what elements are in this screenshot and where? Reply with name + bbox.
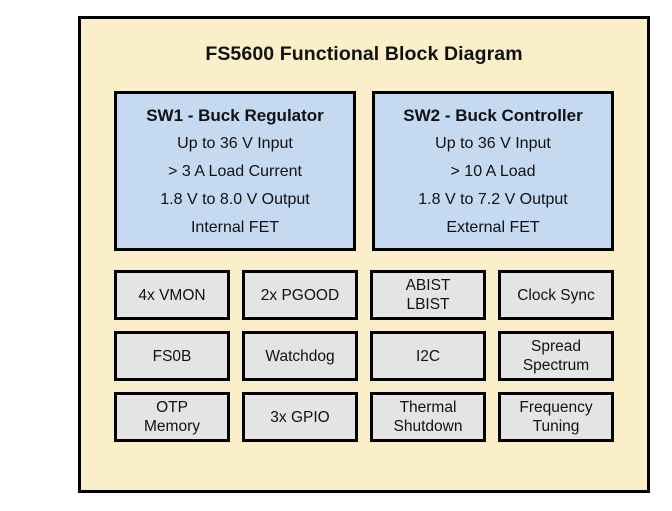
- feature-label: 4x VMON: [138, 286, 206, 304]
- feature-label: Memory: [144, 418, 200, 435]
- feature-label: 3x GPIO: [270, 408, 330, 426]
- feature-block: Watchdog: [242, 331, 358, 381]
- feature-label: Thermal: [399, 399, 457, 416]
- feature-label: Spectrum: [522, 357, 590, 374]
- feature-row: 4x VMON 2x PGOOD ABIST LBIST Clock Sync: [114, 270, 614, 320]
- feature-block: Thermal Shutdown: [370, 392, 486, 442]
- switcher-block-row: SW1 - Buck Regulator Up to 36 V Input > …: [114, 91, 614, 251]
- switcher-heading-sw1: SW1 - Buck Regulator: [146, 106, 324, 125]
- switcher-heading-sw2: SW2 - Buck Controller: [403, 106, 583, 125]
- switcher-spec-line: 1.8 V to 8.0 V Output: [160, 191, 310, 208]
- feature-block: I2C: [370, 331, 486, 381]
- feature-block: OTP Memory: [114, 392, 230, 442]
- feature-block: FS0B: [114, 331, 230, 381]
- switcher-spec-line: 1.8 V to 7.2 V Output: [418, 191, 568, 208]
- functional-block-diagram: FS5600 Functional Block Diagram SW1 - Bu…: [78, 16, 650, 493]
- feature-label: Frequency: [519, 399, 593, 416]
- feature-label: Spread: [531, 338, 581, 355]
- feature-block: Frequency Tuning: [498, 392, 614, 442]
- diagram-title: FS5600 Functional Block Diagram: [205, 43, 523, 65]
- switcher-spec-line: Up to 36 V Input: [435, 135, 551, 152]
- feature-label: OTP: [156, 399, 188, 416]
- switcher-block-sw2: SW2 - Buck Controller Up to 36 V Input >…: [372, 91, 614, 251]
- feature-label: Watchdog: [265, 347, 335, 365]
- feature-row: FS0B Watchdog I2C Spread Spectrum: [114, 331, 614, 381]
- feature-row: OTP Memory 3x GPIO Thermal Shutdown Freq…: [114, 392, 614, 442]
- feature-label: Tuning: [532, 418, 580, 435]
- switcher-spec-line: Internal FET: [190, 219, 280, 236]
- feature-block: 3x GPIO: [242, 392, 358, 442]
- feature-label: 2x PGOOD: [260, 286, 340, 304]
- switcher-spec-line: Up to 36 V Input: [177, 135, 293, 152]
- feature-label: FS0B: [152, 347, 192, 365]
- switcher-spec-line: > 10 A Load: [450, 163, 536, 180]
- feature-block-grid: 4x VMON 2x PGOOD ABIST LBIST Clock Sync …: [114, 270, 614, 442]
- switcher-block-sw1: SW1 - Buck Regulator Up to 36 V Input > …: [114, 91, 356, 251]
- feature-label: ABIST: [405, 277, 451, 294]
- switcher-spec-line: > 3 A Load Current: [168, 163, 302, 180]
- feature-block: Spread Spectrum: [498, 331, 614, 381]
- feature-block: ABIST LBIST: [370, 270, 486, 320]
- feature-label: Clock Sync: [517, 286, 595, 304]
- feature-label: Shutdown: [393, 418, 463, 435]
- feature-label: I2C: [415, 347, 441, 365]
- feature-label: LBIST: [406, 296, 450, 313]
- feature-block: Clock Sync: [498, 270, 614, 320]
- feature-block: 2x PGOOD: [242, 270, 358, 320]
- feature-block: 4x VMON: [114, 270, 230, 320]
- switcher-spec-line: External FET: [446, 219, 540, 236]
